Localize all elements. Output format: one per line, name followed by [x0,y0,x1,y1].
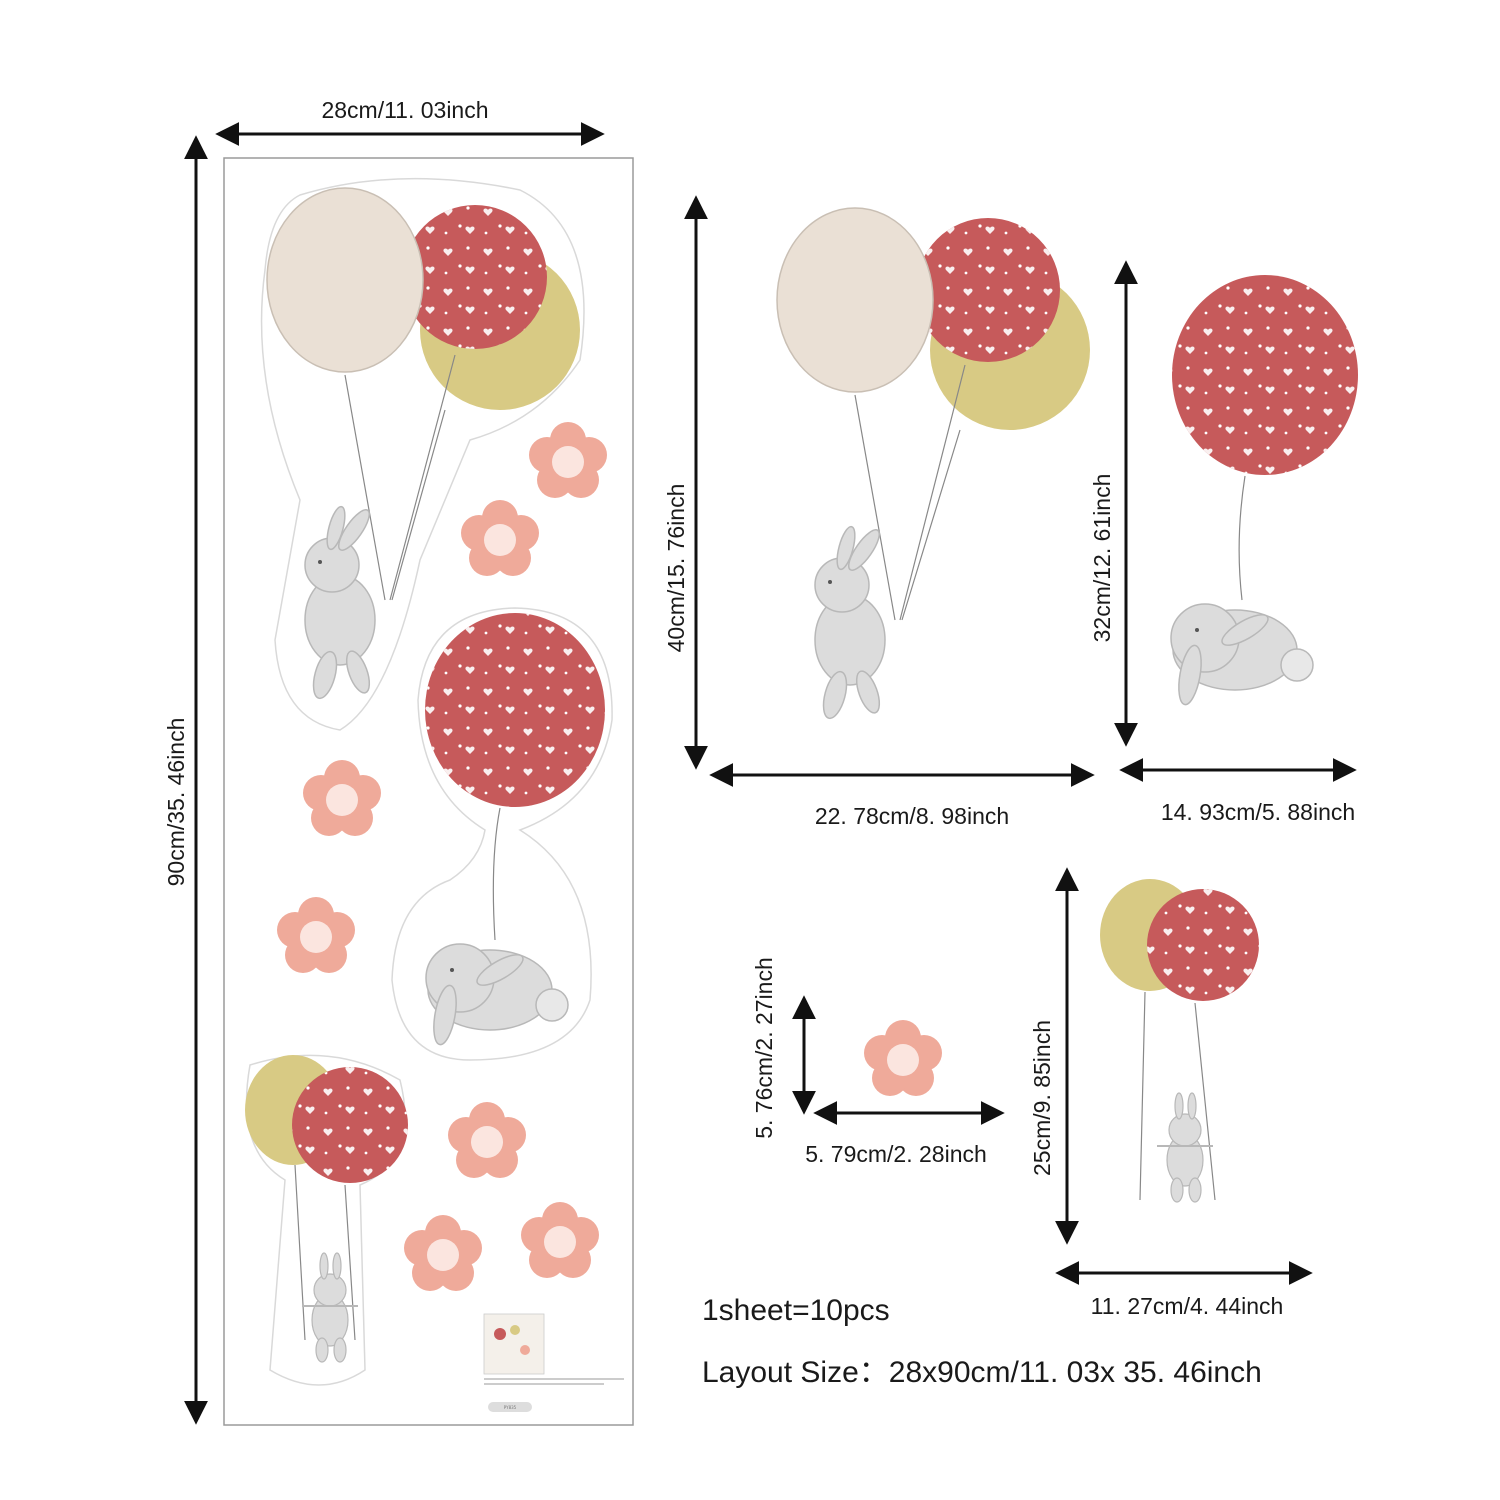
product-thumbnail: PY835 [483,1313,624,1412]
detail-flower: 5. 76cm/2. 27inch 5. 79cm/2. 28inch [751,957,1005,1167]
detail-three-balloon-bunny: 40cm/15. 76inch 22. 78cm/8. 98inch [663,195,1095,829]
swing-strings [1139,991,1216,1201]
sheet-single-balloon-bunny [391,607,613,1061]
sheet-three-balloon-bunny [260,177,585,731]
width-label: 22. 78cm/8. 98inch [815,803,1009,829]
balloon-string [492,807,501,941]
pieces-count: 1sheet=10pcs [702,1294,890,1327]
red-balloon-hearts [1172,275,1358,475]
cream-balloon [266,187,424,373]
sheet-width-label: 28cm/11. 03inch [321,97,488,123]
die-cut-outline [245,1054,406,1386]
balloon-strings [854,364,966,621]
red-balloon-hearts [916,218,1060,362]
width-label: 11. 27cm/4. 44inch [1091,1293,1284,1319]
die-cut-outline [391,607,613,1061]
sticker-sheet: 28cm/11. 03inch 90cm/35. 46inch [163,97,634,1426]
die-cut-outline [260,177,585,731]
balloon-strings [344,354,456,601]
detail-swing-bunny: 25cm/9. 85inch 11. 27cm/4. 44inch [1029,867,1313,1319]
red-balloon-hearts [425,613,605,807]
layout-size: Layout Size：28x90cm/11. 03x 35. 46inch [702,1356,1262,1389]
height-label: 5. 76cm/2. 27inch [751,957,777,1139]
red-balloon-hearts [1147,889,1259,1001]
red-balloon-hearts [292,1067,408,1183]
swing-strings [294,1164,356,1341]
product-code: PY835 [504,1405,517,1410]
sheet-height-label: 90cm/35. 46inch [163,718,189,887]
width-label: 14. 93cm/5. 88inch [1161,799,1355,825]
height-label: 32cm/12. 61inch [1089,474,1115,643]
sheet-swing-bunny [245,1054,408,1386]
height-label: 40cm/15. 76inch [663,484,689,653]
red-balloon-hearts [403,205,547,349]
detail-single-balloon-bunny: 32cm/12. 61inch 14. 93cm/5. 88inch [1089,260,1358,825]
flower-sticker [864,1020,942,1096]
height-label: 25cm/9. 85inch [1029,1020,1055,1176]
width-label: 5. 79cm/2. 28inch [805,1141,987,1167]
balloon-string [1238,475,1246,601]
cream-balloon [776,207,934,393]
